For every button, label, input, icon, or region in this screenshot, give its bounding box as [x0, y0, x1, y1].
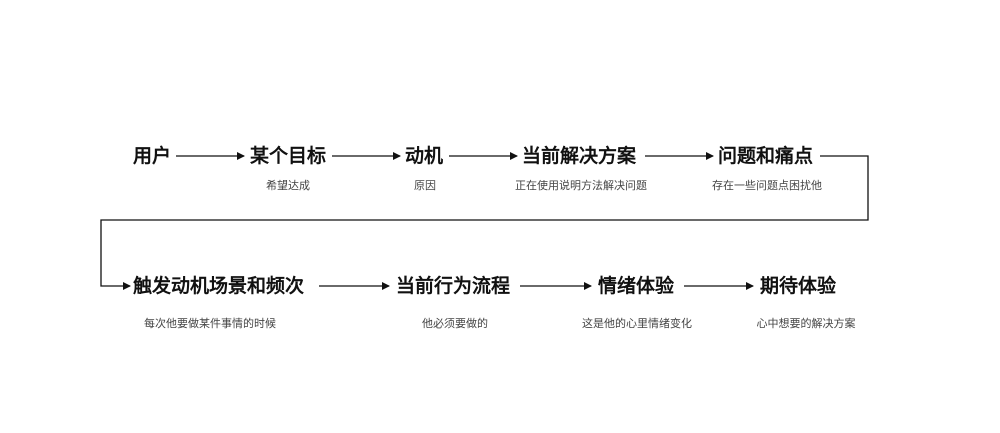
node-motive: 动机 — [405, 145, 444, 167]
node-motive-desc: 原因 — [414, 179, 436, 192]
node-goal-desc: 希望达成 — [266, 179, 310, 192]
node-user: 用户 — [133, 145, 172, 167]
node-trigger-scene: 触发动机场景和频次 — [133, 275, 305, 297]
node-current-flow-desc: 他必须要做的 — [422, 317, 488, 330]
node-goal: 某个目标 — [250, 145, 327, 167]
node-emotion: 情绪体验 — [598, 275, 675, 297]
node-emotion-desc: 这是他的心里情绪变化 — [582, 317, 692, 330]
node-expectation: 期待体验 — [760, 275, 837, 297]
node-pain-points: 问题和痛点 — [718, 145, 814, 167]
node-trigger-scene-desc: 每次他要做某件事情的时候 — [144, 317, 276, 330]
node-current-solution: 当前解决方案 — [522, 145, 637, 167]
node-expectation-desc: 心中想要的解决方案 — [756, 317, 856, 330]
node-pain-points-desc: 存在一些问题点困扰他 — [712, 179, 822, 192]
node-current-solution-desc: 正在使用说明方法解决问题 — [515, 179, 647, 192]
node-current-flow: 当前行为流程 — [396, 275, 511, 297]
connector-row1-to-row2 — [100, 155, 869, 290]
